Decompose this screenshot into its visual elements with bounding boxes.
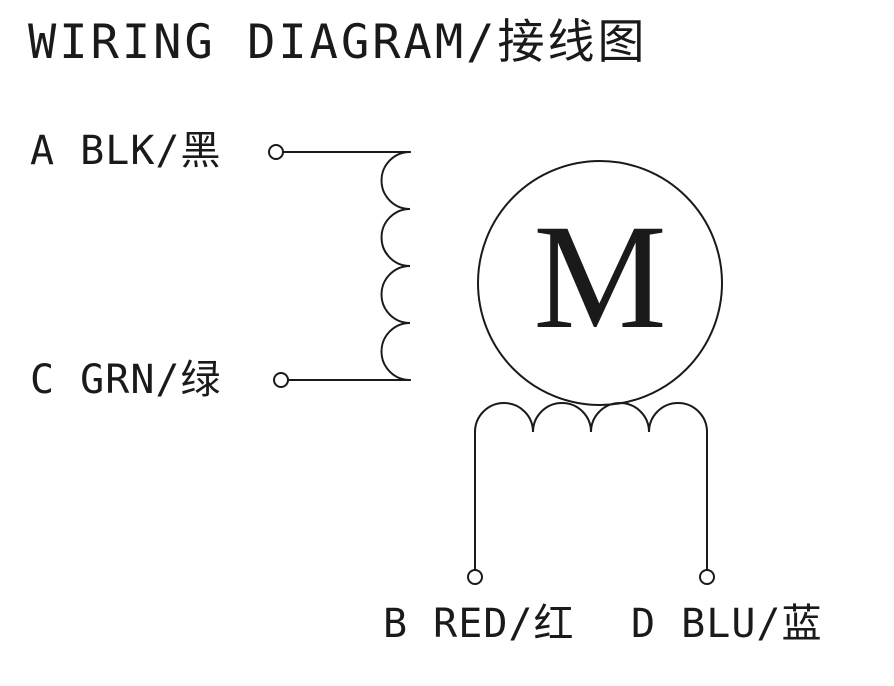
diagram-title: WIRING DIAGRAM/接线图 bbox=[28, 15, 648, 70]
coil-bd bbox=[474, 402, 708, 433]
terminal-c-circle bbox=[273, 372, 289, 388]
terminal-d-circle bbox=[699, 569, 715, 585]
terminal-a-label: A BLK/黑 bbox=[30, 128, 222, 174]
terminal-a-circle bbox=[268, 144, 284, 160]
linework-group bbox=[268, 144, 723, 585]
coil-ac bbox=[380, 151, 411, 381]
terminal-c-label: C GRN/绿 bbox=[30, 357, 222, 403]
terminal-b-circle bbox=[467, 569, 483, 585]
motor-letter: M bbox=[533, 194, 667, 360]
terminal-d-label: D BLU/蓝 bbox=[631, 601, 823, 647]
motor-circle bbox=[477, 160, 723, 406]
terminal-b-label: B RED/红 bbox=[383, 601, 575, 647]
